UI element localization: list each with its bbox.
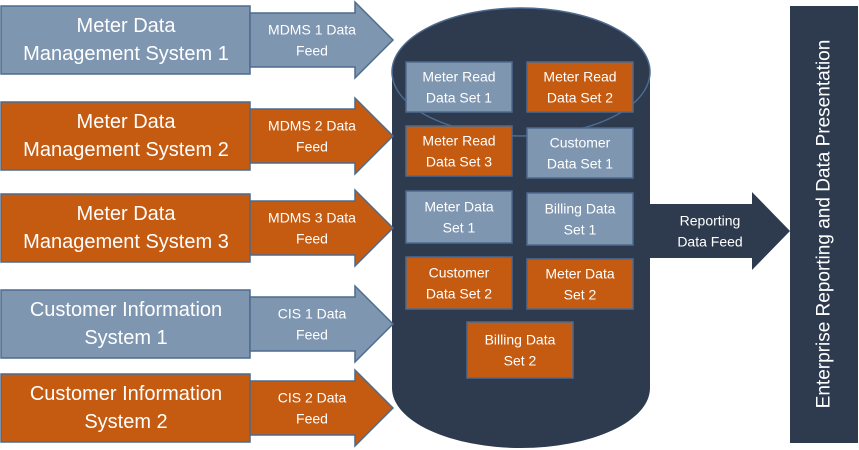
data-set-box (405, 190, 513, 244)
data-set-box (526, 61, 634, 113)
data-set-label: Meter Read (543, 69, 616, 85)
source-system-box (0, 289, 251, 359)
data-set-label: Meter Data (424, 199, 493, 215)
source-system-label: Management System 1 (23, 43, 229, 65)
data-set-box (405, 256, 513, 310)
data-feed-arrow-shape (249, 368, 395, 448)
data-feed-label: Feed (296, 327, 328, 343)
source-system-box (0, 101, 251, 171)
data-set-label: Set 2 (504, 353, 537, 369)
source-system-label: System 2 (84, 411, 167, 433)
data-set-box (526, 258, 634, 310)
source-system-box (0, 193, 251, 263)
data-feed-label: Feed (296, 43, 328, 59)
source-system-label: System 1 (84, 327, 167, 349)
source-system-box (0, 5, 251, 75)
reporting-feed-arrow-shape (648, 192, 790, 270)
source-system-label: Customer Information (30, 299, 222, 321)
data-set-label: Meter Read (422, 133, 495, 149)
source-system-label: Meter Data (77, 111, 177, 133)
data-set-label: Data Set 2 (426, 286, 492, 302)
data-feed-label: CIS 2 Data (278, 390, 347, 406)
data-set-label: Billing Data (545, 201, 616, 217)
data-set-label: Billing Data (485, 332, 556, 348)
data-feed-arrow-shape (249, 96, 395, 176)
data-feed-label: Feed (296, 411, 328, 427)
data-feed-label: Feed (296, 231, 328, 247)
data-set-label: Meter Read (422, 69, 495, 85)
data-set-label: Data Set 3 (426, 154, 492, 170)
data-feed-label: Feed (296, 139, 328, 155)
source-system-label: Customer Information (30, 383, 222, 405)
data-set-label: Set 1 (564, 222, 597, 238)
source-system-label: Meter Data (77, 203, 177, 225)
enterprise-reporting-label: Enterprise Reporting and Data Presentati… (814, 40, 835, 409)
data-feed-label: MDMS 1 Data (268, 22, 356, 38)
source-system-label: Meter Data (77, 15, 177, 37)
source-system-label: Management System 3 (23, 231, 229, 253)
data-feed-label: CIS 1 Data (278, 306, 347, 322)
data-feed-arrow-shape (249, 284, 395, 364)
data-warehouse-cylinder (391, 7, 651, 448)
enterprise-reporting-box (790, 6, 858, 443)
cylinder-top-rim (391, 7, 651, 137)
data-set-box (405, 61, 513, 113)
reporting-feed-label: Reporting (680, 213, 741, 229)
enterprise-reporting-panel: Enterprise Reporting and Data Presentati… (790, 6, 858, 443)
data-set-box (405, 125, 513, 177)
data-set-label: Data Set 1 (547, 156, 613, 172)
source-system-box (0, 373, 251, 443)
data-feed-arrow-shape (249, 188, 395, 268)
cylinder-body (392, 8, 650, 448)
data-set-box (466, 321, 574, 379)
data-set-label: Customer (429, 265, 490, 281)
data-set-box (526, 192, 634, 246)
data-set-label: Data Set 1 (426, 90, 492, 106)
reporting-feed-label: Data Feed (677, 234, 742, 250)
data-set-label: Meter Data (545, 266, 614, 282)
data-set-label: Set 1 (443, 220, 476, 236)
data-set-label: Set 2 (564, 287, 597, 303)
data-feed-arrow-shape (249, 0, 395, 80)
data-set-box (526, 127, 634, 179)
data-set-label: Data Set 2 (547, 90, 613, 106)
data-feed-label: MDMS 2 Data (268, 118, 356, 134)
source-system-label: Management System 2 (23, 139, 229, 161)
data-set-label: Customer (550, 135, 611, 151)
data-feed-label: MDMS 3 Data (268, 210, 356, 226)
